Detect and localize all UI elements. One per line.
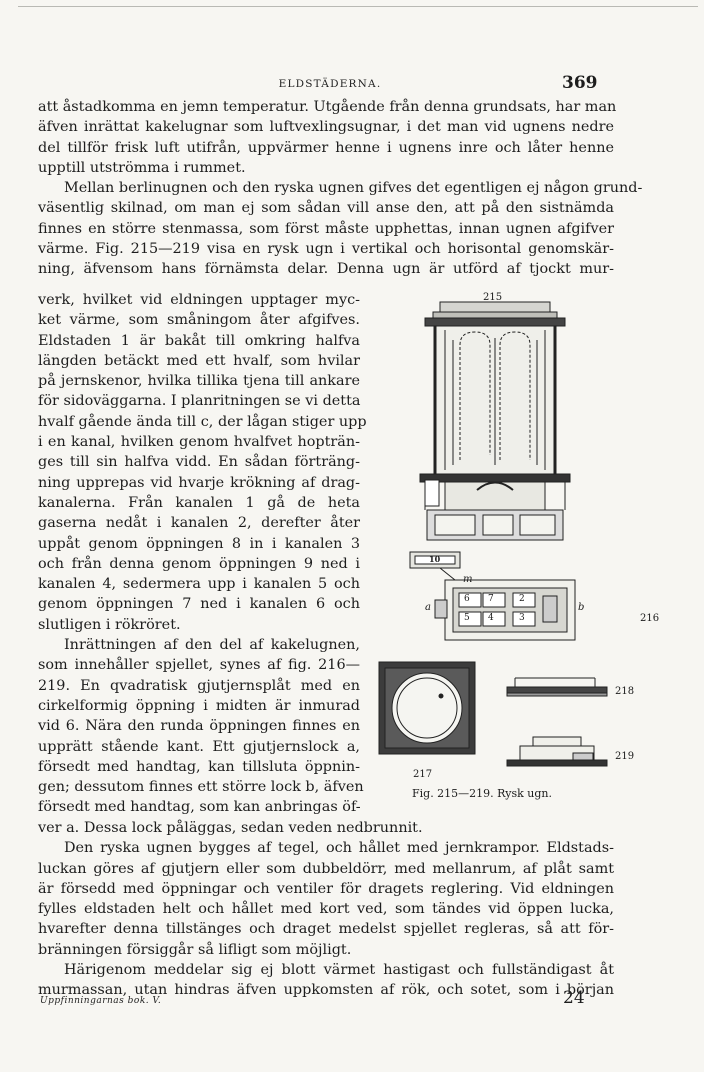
text-line: slutligen i rökröret.: [38, 616, 181, 633]
text-line: verk, hvilket vid eldningen upptager myc…: [38, 292, 360, 308]
text-line: fylles eldstaden helt och hållet med kor…: [38, 901, 614, 918]
text-line: kanalerna. Från kanalen 1 gå de heta: [38, 494, 360, 511]
text-line: försedt med handtag, kan tillsluta öppni…: [38, 758, 360, 775]
top-rule: [18, 6, 698, 7]
text-line: cirkelformig öppning i midten är inmurad: [38, 697, 360, 714]
text-line: Inrättningen af den del af kakelugnen,: [64, 637, 360, 654]
fig219-label: 219: [615, 751, 635, 762]
text-line: är försedd med öppningar och ventiler fö…: [38, 880, 614, 897]
text-line: ning upprepas vid hvarje krökning af dra…: [38, 474, 360, 491]
text-line: finnes en större stenmassa, som först må…: [38, 220, 614, 237]
plan-cell: [458, 592, 482, 608]
text-line: ver a. Dessa lock påläggas, sedan veden …: [38, 820, 423, 836]
text-line: längden betäckt med ett hvalf, som hvila…: [38, 352, 360, 369]
text-line: hvalf gående ända till c, der lågan stig…: [38, 413, 367, 430]
text-line: hvarefter denna tillstänges och draget m…: [38, 921, 614, 938]
text-line: uppåt genom öppningen 8 in i kanalen 3: [38, 535, 360, 552]
fig215-vertical-section: [419, 301, 571, 541]
plan-cell-label: 7: [488, 594, 494, 604]
running-title: ELDSTÄDERNA.: [278, 78, 382, 90]
text-line: väsentlig skilnad, om man ej som sådan v…: [38, 200, 614, 217]
fig218-label: 218: [615, 686, 635, 697]
text-line: ket värme, som småningom åter afgifves.: [38, 312, 360, 329]
text-line: 219. En qvadratisk gjutjernsplåt med en: [38, 677, 360, 694]
text-line: gen; dessutom finnes ett större lock b, …: [38, 779, 364, 796]
paragraph-top: att åstadkomma en jemn temperatur. Utgåe…: [38, 97, 643, 280]
text-line: upptill utströmma i rummet.: [38, 159, 246, 176]
plan-cell: [512, 592, 536, 608]
text-line: försedt med handtag, som kan anbringas ö…: [38, 799, 361, 816]
text-line: på jernskenor, hvilka tillika tjena till…: [38, 373, 360, 390]
text-line: kanalen 4, sedermera upp i kanalen 5 och: [38, 576, 360, 593]
text-line: upprätt stående kant. Ett gjutjernslock …: [38, 738, 360, 755]
page-number: 369: [562, 73, 598, 93]
footer-book-title: Uppfinningarnas bok. V.: [40, 996, 162, 1006]
text-line: gaserna nedåt i kanalen 2, derefter åter: [38, 515, 360, 532]
plan-cell-label: 2: [519, 594, 525, 604]
text-line: Eldstaden 1 är bakåt till omkring halfva: [38, 332, 360, 349]
fig219-lid-assembly: [506, 736, 608, 767]
text-line: för sidoväggarna. I planritningen se vi …: [38, 393, 361, 410]
stove-drawings: [378, 301, 608, 767]
fig216-plan: [409, 551, 576, 641]
fig217-plate: [378, 661, 476, 755]
plan-cell-label: 6: [464, 594, 470, 604]
fig218-lid: [506, 677, 608, 697]
text-line: som innehåller spjellet, synes af fig. 2…: [38, 657, 360, 674]
plan-cell-label: 4: [488, 613, 494, 623]
plan-cell: [482, 611, 506, 627]
label-10: 10: [429, 554, 441, 564]
paragraph-narrow: verk, hvilket vid eldningen upptager myc…: [38, 290, 367, 818]
plan-cell-label: 3: [519, 613, 525, 623]
text-line: del tillför frisk luft utifrån, uppvärme…: [38, 139, 614, 156]
plan-cell: [512, 611, 536, 627]
letter-a: a: [425, 602, 431, 613]
figure-caption: Fig. 215—219. Rysk ugn.: [412, 787, 552, 800]
text-line: i en kanal, hvilken genom hvalfvet hoptr…: [38, 434, 360, 451]
text-line: Den ryska ugnen bygges af tegel, och hål…: [64, 840, 614, 857]
text-line: värme. Fig. 215—219 visa en rysk ugn i v…: [38, 241, 614, 258]
fig215-label: 215: [483, 292, 503, 303]
text-line: murmassan, utan hindras äfven uppkomsten…: [38, 982, 614, 999]
text-line: luckan göres af gjutjern eller som dubbe…: [38, 860, 614, 877]
text-line: ges till sin halfva vidd. En sådan förtr…: [38, 454, 360, 471]
text-line: att åstadkomma en jemn temperatur. Utgåe…: [38, 99, 617, 115]
plan-cell-label: 5: [464, 613, 470, 623]
text-line: vid 6. Nära den runda öppningen finnes e…: [38, 718, 360, 735]
text-line: Härigenom meddelar sig ej blott värmet h…: [64, 962, 614, 979]
fig217-label: 217: [413, 769, 433, 780]
text-line: äfven inrättat kakelugnar som luftvexlin…: [38, 119, 614, 136]
figure-russian-stove: 215 216 217 218 219 6 7 2 5 4 3 m a b 10: [365, 290, 695, 810]
letter-m: m: [463, 574, 473, 585]
text-line: ning, äfvensom hans förnämsta delar. Den…: [38, 261, 614, 278]
plan-cell: [482, 592, 506, 608]
paragraph-bottom: ver a. Dessa lock påläggas, sedan veden …: [38, 818, 614, 1001]
text-line: bränningen försiggår så lifligt som möjl…: [38, 941, 352, 958]
letter-b: b: [578, 602, 585, 613]
fig216-label: 216: [640, 613, 660, 624]
plan-cell: [458, 611, 482, 627]
text-line: och från denna genom öppningen 9 ned i: [38, 555, 360, 572]
text-line: genom öppningen 7 ned i kanalen 6 och: [38, 596, 360, 613]
text-line: Mellan berlinugnen och den ryska ugnen g…: [64, 180, 643, 197]
signature-mark: 24: [563, 988, 585, 1008]
